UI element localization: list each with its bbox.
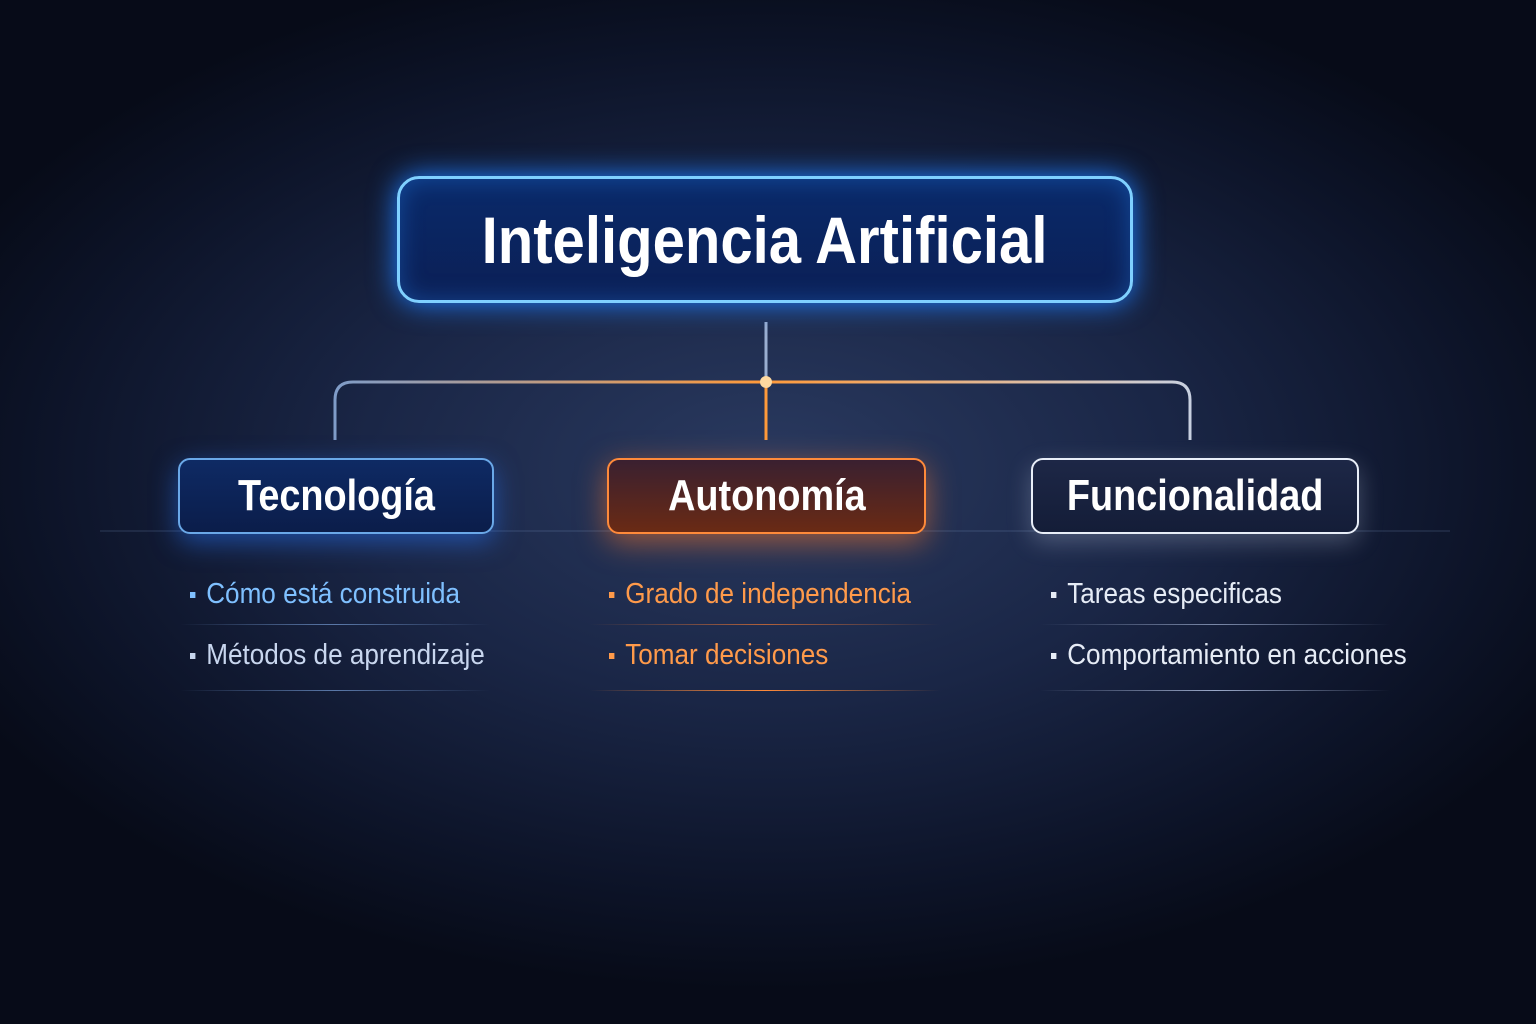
junction-glow — [760, 376, 772, 388]
item-text: Tomar decisiones — [625, 639, 829, 671]
item-text: Grado de independencia — [625, 578, 912, 610]
item-text: Comportamiento en acciones — [1067, 639, 1407, 671]
title-box: Inteligencia Artificial — [397, 176, 1133, 303]
title-text: Inteligencia Artificial — [482, 202, 1048, 277]
node-label: Autonomía — [667, 471, 866, 520]
list-item: Grado de independencia — [609, 578, 911, 611]
list-item: Tareas especificas — [1051, 578, 1282, 611]
bullet-icon — [190, 592, 196, 599]
list-item: Métodos de aprendizaje — [190, 639, 485, 672]
list-item: Comportamiento en acciones — [1051, 639, 1407, 672]
divider — [180, 624, 490, 625]
node-funcionalidad: Funcionalidad — [1031, 458, 1359, 534]
bullet-icon — [1051, 653, 1057, 660]
divider — [1040, 690, 1390, 691]
node-label: Funcionalidad — [1066, 471, 1324, 520]
list-item: Tomar decisiones — [609, 639, 828, 672]
divider — [1040, 624, 1390, 625]
node-label: Tecnología — [237, 471, 435, 520]
bullet-icon — [609, 592, 615, 599]
divider — [590, 624, 940, 625]
branch-line — [333, 380, 1192, 440]
bullet-icon — [1051, 592, 1057, 599]
node-tecnologia: Tecnología — [178, 458, 494, 534]
list-item: Cómo está construida — [190, 578, 460, 611]
bullet-icon — [609, 653, 615, 660]
item-text: Métodos de aprendizaje — [206, 639, 485, 671]
node-autonomia: Autonomía — [607, 458, 926, 534]
divider — [590, 690, 940, 691]
divider — [180, 690, 490, 691]
item-text: Tareas especificas — [1067, 578, 1282, 610]
item-text: Cómo está construida — [206, 578, 461, 610]
bullet-icon — [190, 653, 196, 660]
